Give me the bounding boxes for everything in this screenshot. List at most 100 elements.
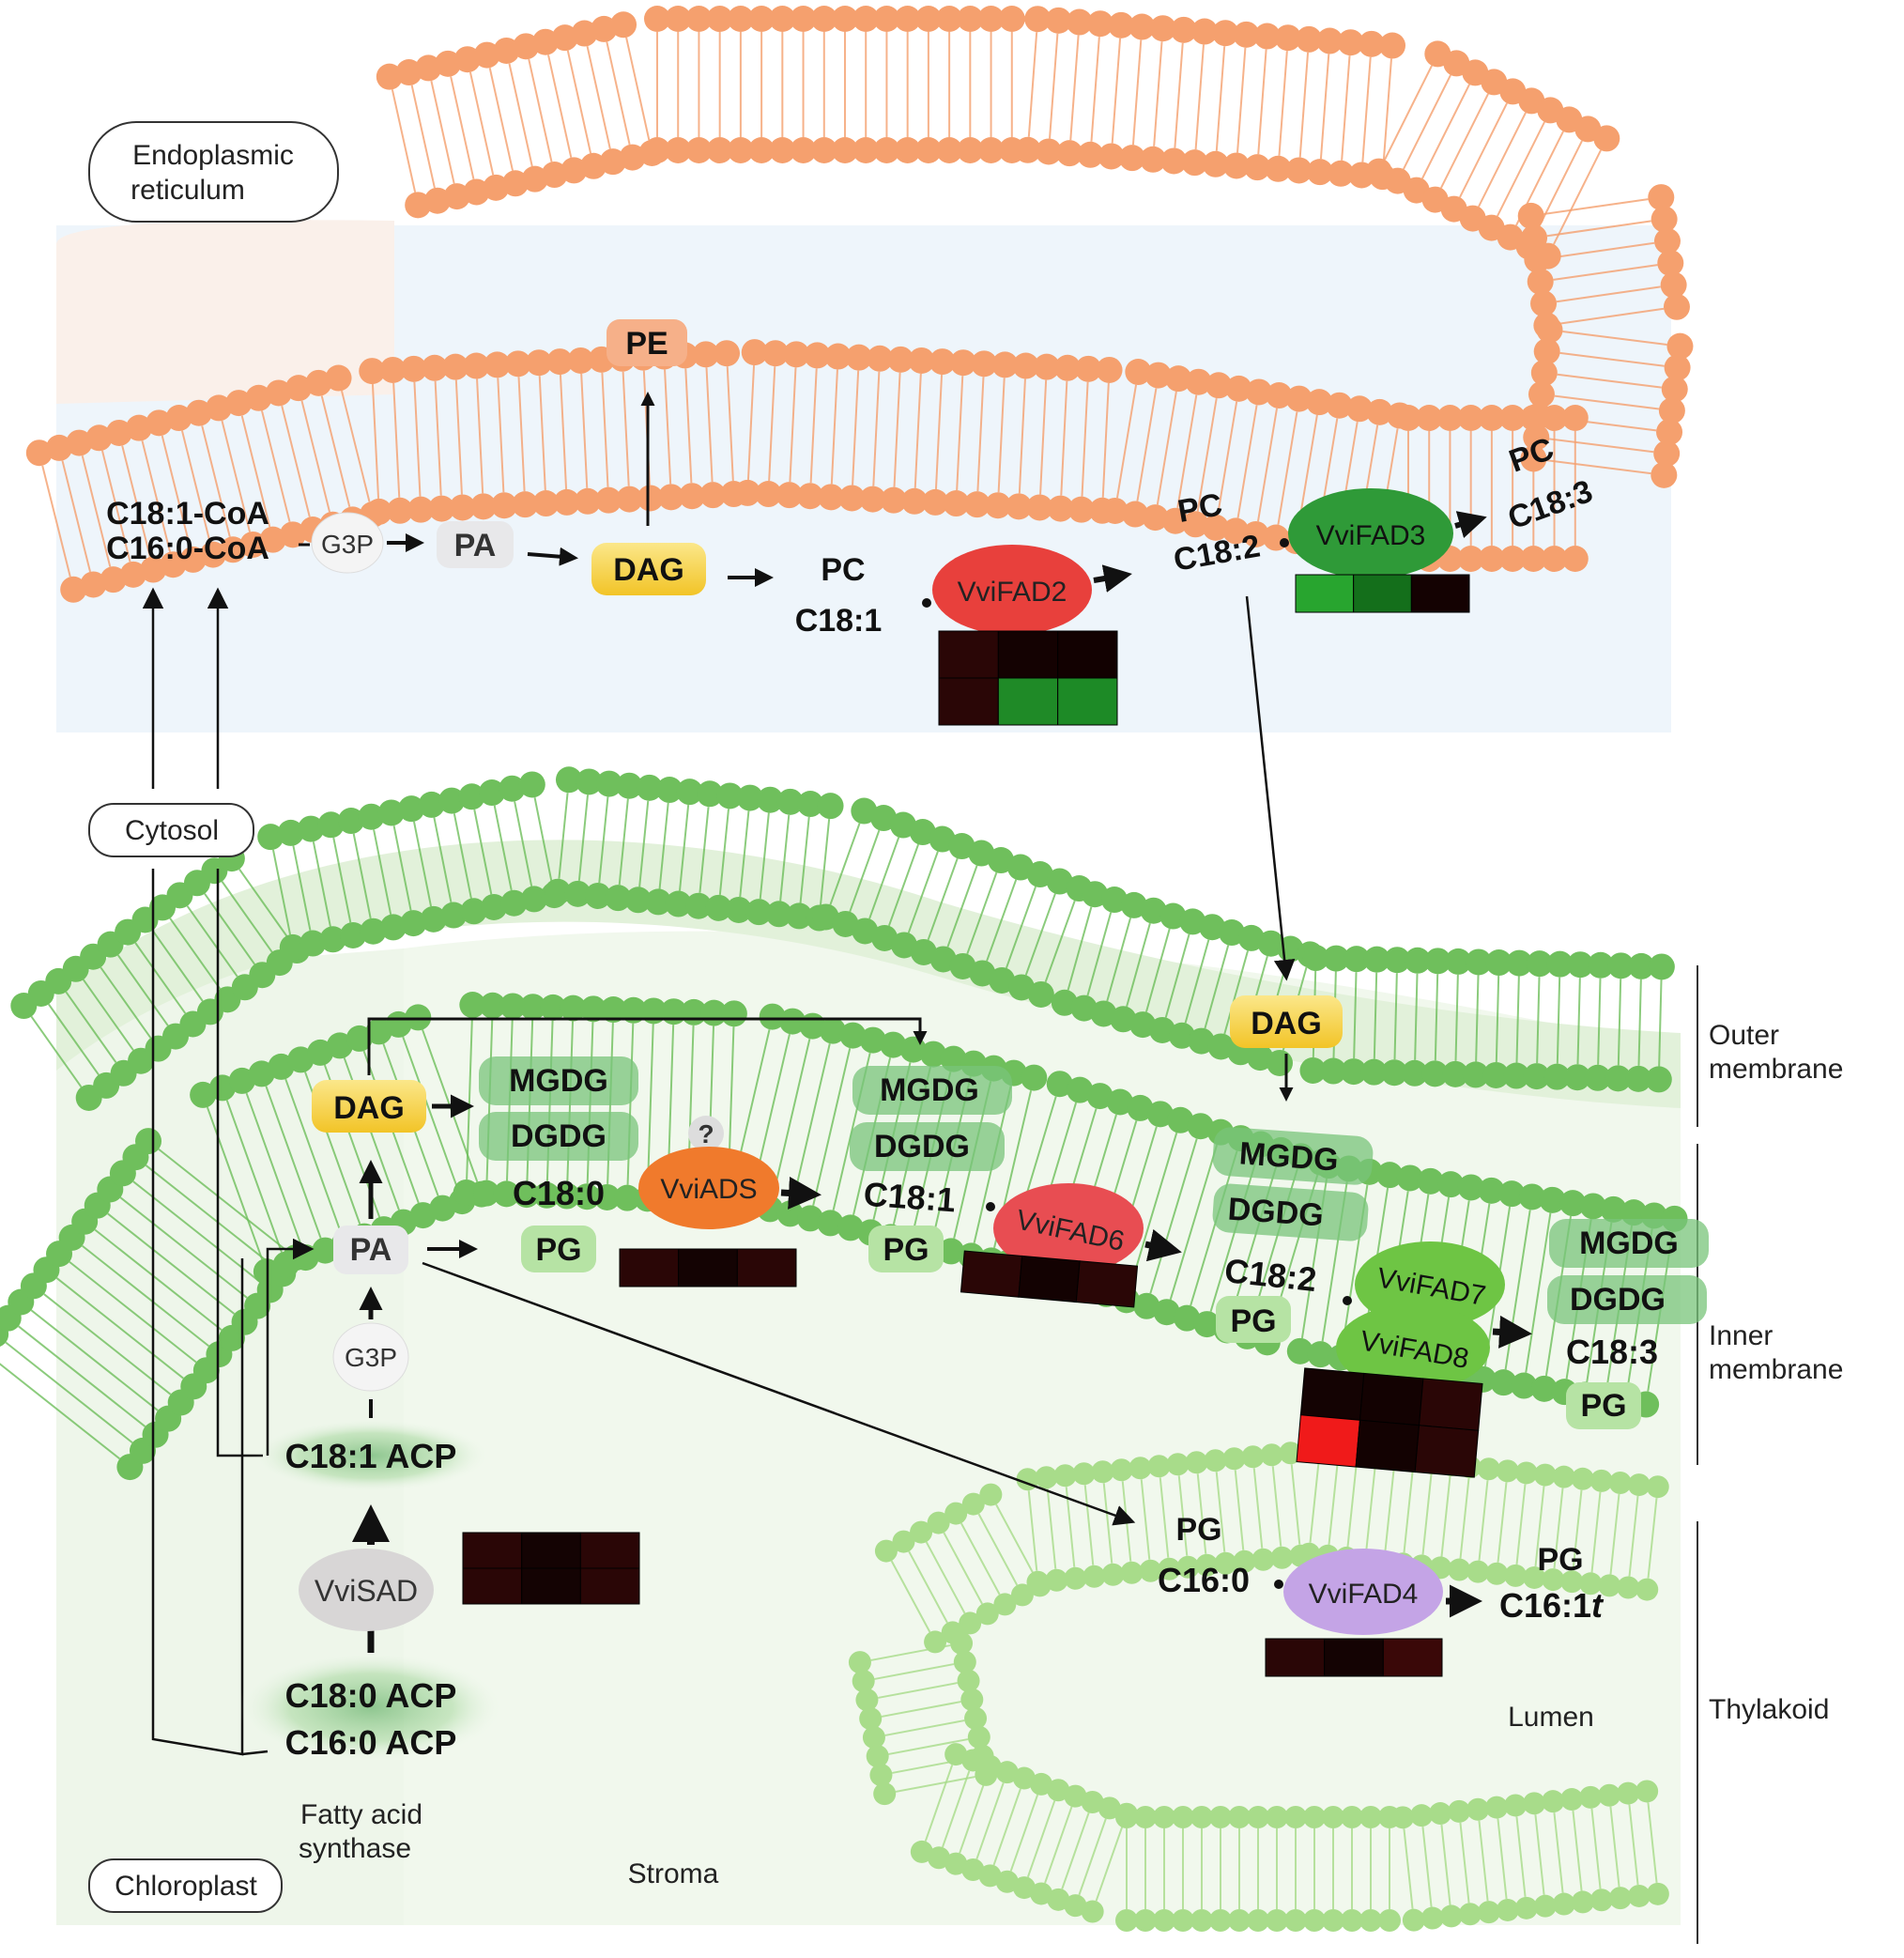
heatmap-cell xyxy=(462,1532,523,1569)
g1-chain: C18:0 xyxy=(513,1174,605,1212)
dag-node-er xyxy=(591,543,706,595)
vvifad8-enzyme xyxy=(1336,1304,1490,1391)
vvifad6-enzyme xyxy=(993,1183,1144,1273)
heatmap-cell xyxy=(736,1248,797,1287)
thylakoid-pg-in-chain: C16:0 xyxy=(1158,1561,1250,1599)
cytosol-label: Cytosol xyxy=(88,803,254,857)
pc-182-head: PC xyxy=(1175,486,1225,530)
er-membrane-top xyxy=(376,6,1620,270)
heatmap-cell xyxy=(1265,1638,1326,1677)
heatmap-cell xyxy=(1018,1255,1081,1303)
svg-text:DAG: DAG xyxy=(333,1090,405,1126)
outer-membrane-label: Outer xyxy=(1709,1020,1779,1051)
thylakoid-label: Thylakoid xyxy=(1709,1694,1829,1725)
heatmap-cell xyxy=(619,1248,680,1287)
g2-chain: C18:1 xyxy=(863,1175,958,1220)
heatmap-cell xyxy=(1353,574,1412,613)
heatmap-sad xyxy=(462,1532,640,1605)
heatmap-cell xyxy=(1382,1638,1443,1677)
thylakoid-membrane-bottom xyxy=(848,1631,1669,1932)
g1-pg: PG xyxy=(535,1232,581,1268)
chloroplast-pathway: C18:0 ACP C16:0 ACP Fatty acid synthase … xyxy=(235,995,1709,1864)
pa-node-er xyxy=(437,521,514,568)
heatmap-cell xyxy=(1419,1378,1483,1431)
thylakoid-pg-in-head: PG xyxy=(1175,1512,1221,1548)
c181-acp: C18:1 ACP xyxy=(285,1437,457,1475)
pc-181-head: PC xyxy=(821,552,865,588)
heatmap-cell xyxy=(997,630,1059,679)
thylakoid-pg-out-head: PG xyxy=(1537,1542,1583,1578)
heatmap-cell xyxy=(1410,574,1470,613)
g3-mgdg: MGDG xyxy=(1238,1135,1340,1178)
er-membrane-fold xyxy=(1517,184,1694,488)
pe-node xyxy=(607,319,687,366)
outer-membrane xyxy=(10,766,1675,1111)
heatmap-fad4 xyxy=(1265,1638,1443,1677)
svg-text:PA: PA xyxy=(350,1232,392,1268)
pc-181-chain: C18:1 xyxy=(795,603,883,639)
heatmap-cell xyxy=(1355,1419,1420,1473)
heatmap-cell xyxy=(938,630,999,679)
expression-heatmaps xyxy=(462,574,1483,1677)
g3-chain: C18:2 xyxy=(1222,1251,1318,1299)
heatmap-cell xyxy=(997,677,1059,726)
vviads-label: VviADS xyxy=(660,1174,757,1205)
heatmap-cell xyxy=(1359,1372,1424,1426)
dag-node-chloroplast xyxy=(312,1080,426,1133)
heatmap-cell xyxy=(521,1532,581,1569)
heatmap-cell xyxy=(579,1532,640,1569)
svg-text:PE: PE xyxy=(625,326,668,362)
g2-mgdg: MGDG xyxy=(880,1072,979,1108)
g4-mgdg: MGDG xyxy=(1579,1226,1679,1261)
heatmap-cell xyxy=(1299,1367,1365,1421)
vvifad2-enzyme xyxy=(932,545,1092,635)
c180-acp: C18:0 ACP xyxy=(285,1676,457,1715)
heatmap-cell xyxy=(579,1567,640,1605)
vvifad3-enzyme xyxy=(1288,488,1453,578)
inner-membrane-label-2: membrane xyxy=(1709,1354,1843,1385)
heatmap-fad2 xyxy=(938,630,1118,726)
g1-mgdg: MGDG xyxy=(509,1063,608,1099)
pa-node-chloroplast xyxy=(333,1226,408,1274)
vvisad-label: VviSAD xyxy=(315,1574,418,1608)
g3-dgdg: DGDG xyxy=(1227,1192,1325,1234)
svg-text:Chloroplast: Chloroplast xyxy=(115,1871,257,1902)
inner-membrane-label: Inner xyxy=(1709,1320,1773,1351)
g3-pg: PG xyxy=(1230,1303,1276,1339)
heatmap-cell xyxy=(1296,1414,1360,1468)
vvifad3-label: VviFAD3 xyxy=(1316,520,1426,551)
svg-text:DAG: DAG xyxy=(613,552,684,588)
heatmap-cell xyxy=(678,1248,738,1287)
question-node xyxy=(688,1116,724,1151)
c160-coa: C16:0-CoA xyxy=(106,531,269,566)
heatmap-cell xyxy=(1324,1638,1384,1677)
dag-node-imported xyxy=(1230,995,1343,1048)
fas-label: Fatty acid xyxy=(300,1799,422,1830)
heatmap-cell xyxy=(1295,574,1355,613)
stroma-label: Stroma xyxy=(628,1858,719,1889)
heatmap-ads xyxy=(619,1248,797,1287)
vvifad2-label: VviFAD2 xyxy=(958,577,1067,608)
heatmap-fad6 xyxy=(960,1250,1139,1308)
vvifad4-enzyme xyxy=(1283,1549,1443,1635)
er-label: Endoplasmic reticulum xyxy=(88,121,339,223)
er-pathway: C18:1-CoA C16:0-CoA G3P PA DAG PE PC C18… xyxy=(106,319,1597,981)
svg-text:Cytosol: Cytosol xyxy=(125,815,219,846)
heatmap-cell xyxy=(1057,630,1118,679)
heatmap-cell xyxy=(1414,1425,1480,1478)
heatmap-cell xyxy=(938,677,999,726)
heatmap-cell xyxy=(1075,1260,1139,1308)
er-membrane-bottom xyxy=(25,339,1589,603)
g2-pg: PG xyxy=(883,1232,929,1268)
heatmap-fad3 xyxy=(1295,574,1470,613)
g3p-node-chloroplast xyxy=(332,1322,409,1392)
g4-pg: PG xyxy=(1580,1388,1626,1424)
svg-text:reticulum: reticulum xyxy=(131,175,245,206)
heatmap-cell xyxy=(521,1567,581,1605)
fas-label-2: synthase xyxy=(299,1833,411,1864)
outer-membrane-label-2: membrane xyxy=(1709,1054,1843,1085)
thylakoid-pg-out-chain: C16:1t xyxy=(1499,1586,1605,1625)
chloroplast-label: Chloroplast xyxy=(88,1858,283,1913)
